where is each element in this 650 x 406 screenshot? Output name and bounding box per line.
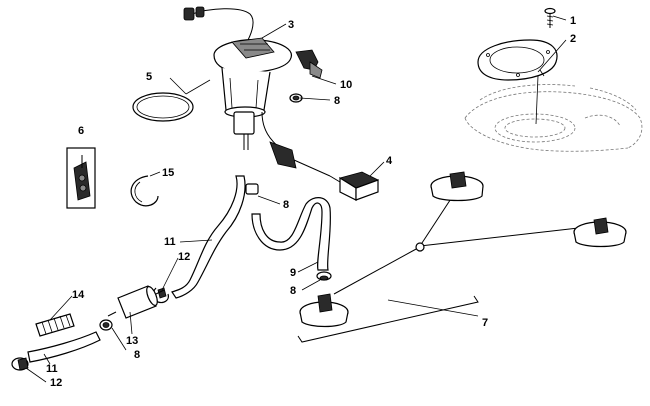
hose-part-9	[251, 197, 332, 271]
fuel-tank-outline	[464, 84, 643, 152]
callout-8-filter: 8	[134, 349, 140, 361]
clamp-part-12-lower	[11, 357, 29, 371]
hose-part-11-lower	[27, 331, 101, 363]
callout-3: 3	[288, 19, 294, 31]
bolt-part-1	[544, 7, 556, 28]
clamp-part-8-pickup	[316, 271, 332, 281]
callout-4: 4	[386, 155, 393, 167]
clamp-part-8-top	[289, 93, 303, 103]
callout-11-lower: 11	[46, 363, 58, 375]
callout-14: 14	[72, 289, 85, 301]
leader-lines	[25, 15, 567, 383]
callout-12-upper: 12	[178, 251, 190, 263]
callout-12-lower: 12	[50, 377, 62, 389]
callout-15: 15	[162, 167, 174, 179]
callout-8-top: 8	[334, 95, 340, 107]
callout-6: 6	[78, 125, 84, 137]
pickup-assembly-part-7	[299, 171, 627, 328]
clamp-part-8-filter	[99, 319, 113, 331]
connector-part-4	[339, 171, 380, 201]
callout-8-pickup: 8	[290, 285, 296, 297]
callout-5: 5	[146, 71, 152, 83]
gasket-ring-part-2	[477, 39, 558, 81]
fuel-pump-assembly-part-3	[183, 6, 341, 183]
elbow-fitting-part-10	[295, 49, 323, 79]
callout-9: 9	[290, 267, 296, 279]
assembly-bracket-part-7	[297, 295, 479, 343]
detail-box-part-6	[66, 147, 96, 209]
callout-1: 1	[570, 15, 576, 27]
callout-7: 7	[482, 317, 488, 329]
callout-13: 13	[126, 335, 138, 347]
callout-10: 10	[340, 79, 352, 91]
spring-clip-part-15	[130, 175, 159, 207]
clamp-part-8-middle	[245, 183, 259, 195]
callout-2: 2	[570, 33, 576, 45]
fuel-filter-part-13	[107, 285, 165, 319]
sleeve-part-14	[35, 313, 75, 337]
o-ring-part-5	[132, 92, 194, 122]
callout-11-upper: 11	[164, 236, 176, 248]
hose-part-11-upper	[171, 175, 246, 299]
callout-labels: 1 2 3 4 5 6 7 8 8 8 8 9 10 11 11 12 12 1…	[46, 15, 576, 389]
callout-8-middle: 8	[283, 199, 289, 211]
